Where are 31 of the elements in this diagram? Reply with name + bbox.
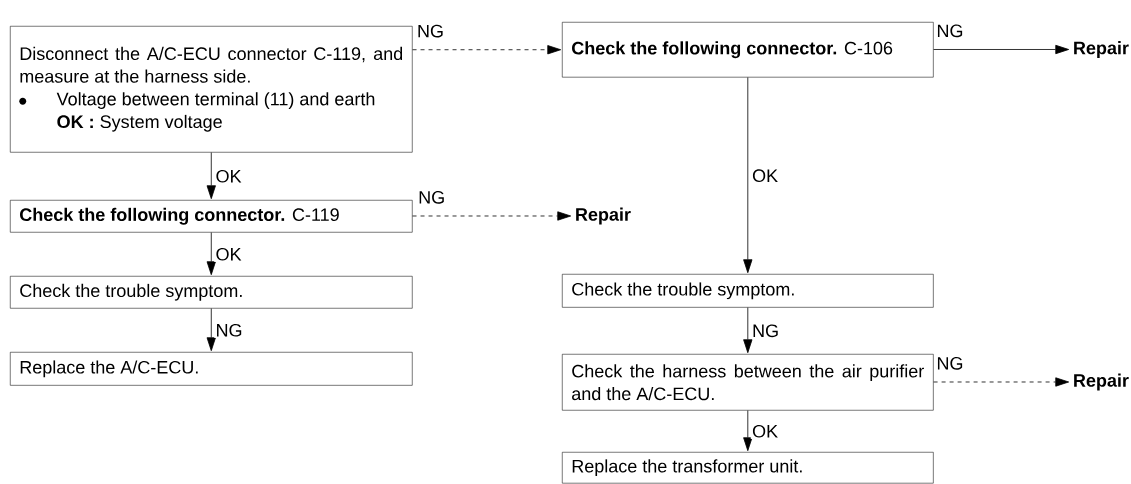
- result-text: Repair: [1074, 373, 1129, 391]
- edge-label: NG: [935, 23, 965, 39]
- step-box: Check the following connector. C-106: [562, 22, 934, 78]
- edge-label: OK: [214, 246, 243, 262]
- arrow: [743, 77, 753, 274]
- arrow: [933, 44, 1070, 55]
- arrow: [412, 211, 572, 221]
- result-text: Repair: [576, 207, 631, 225]
- arrow: [743, 410, 753, 452]
- step-box: Disconnect the A/C-ECU connector C-119, and measure at the harness side. Voltage between terminal (11) and earth OK : System voltage: [10, 26, 413, 153]
- arrow: [206, 152, 216, 200]
- step-box: Replace the transformer unit.: [562, 452, 934, 484]
- edge-label: NG: [415, 23, 446, 39]
- arrow: [933, 377, 1070, 387]
- arrow: [412, 45, 562, 55]
- step-box: Check the trouble symptom.: [10, 276, 413, 309]
- arrow: [206, 308, 216, 352]
- edge-label: OK: [214, 168, 243, 184]
- step-box: Check the following connector. C-119: [10, 200, 413, 233]
- result-text: Repair: [1074, 41, 1129, 58]
- step-box: Check the trouble symptom.: [562, 274, 934, 308]
- step-box: Check the harness between the air purifier and the A/C-ECU.: [562, 354, 934, 411]
- arrow: [743, 307, 753, 354]
- edge-label: NG: [416, 189, 447, 206]
- edge-label: NG: [214, 322, 244, 338]
- arrow: [206, 232, 216, 276]
- edge-label: NG: [935, 355, 965, 372]
- step-box: Replace the A/C-ECU.: [10, 352, 413, 386]
- edge-label: OK: [750, 423, 780, 439]
- edge-label: OK: [750, 168, 780, 184]
- edge-label: NG: [750, 323, 781, 339]
